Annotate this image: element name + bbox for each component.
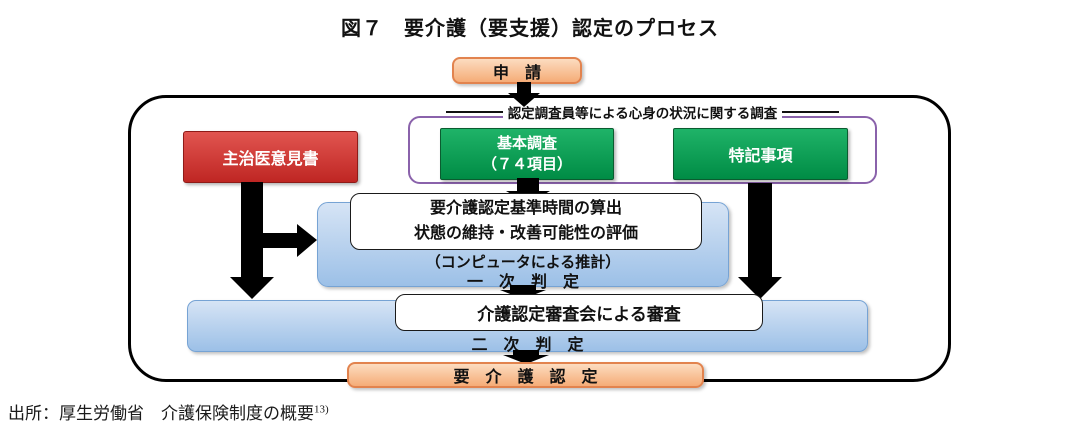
caption-left-line [445, 110, 503, 114]
doctor-opinion-label: 主治医意見書 [222, 151, 319, 168]
basic-survey-line1: 基本調査 [496, 135, 557, 152]
result-box: 要 介 護 認 定 [347, 362, 704, 388]
criteria-line1: 要介護認定基準時間の算出 [429, 199, 622, 217]
special-notes-label: 特記事項 [728, 148, 793, 165]
computer-note: （コンピュータによる推計） [425, 254, 621, 271]
basic-survey-line2: （７４項目） [481, 156, 572, 173]
criteria-line2: 状態の維持・改善可能性の評価 [413, 224, 638, 242]
source-note-ref: 13) [314, 403, 329, 416]
primary-judgement-label: 一 次 判 定 [466, 274, 579, 291]
source-text: 出所：厚生労働省 介護保険制度の概要 [8, 404, 314, 423]
result-box-label: 要 介 護 認 定 [453, 369, 598, 386]
source-footer: 出所：厚生労働省 介護保険制度の概要13) [8, 399, 329, 424]
review-box: 介護認定審査会による審査 [395, 294, 763, 331]
survey-caption-text: 認定調査員等による心身の状況に関する調査 [502, 102, 783, 122]
apply-box-label: 申 請 [492, 64, 541, 82]
survey-caption: 認定調査員等による心身の状況に関する調査 [408, 101, 877, 123]
special-notes-box: 特記事項 [673, 128, 848, 180]
doctor-opinion-box: 主治医意見書 [183, 131, 358, 183]
figure-title: 図７ 要介護（要支援）認定のプロセス [341, 18, 719, 40]
caption-right-line [782, 110, 840, 114]
secondary-judgement-label: 二 次 判 定 [471, 337, 584, 354]
apply-box: 申 請 [452, 57, 582, 84]
criteria-box: 要介護認定基準時間の算出 状態の維持・改善可能性の評価 [350, 193, 702, 250]
basic-survey-box: 基本調査 （７４項目） [440, 128, 614, 180]
